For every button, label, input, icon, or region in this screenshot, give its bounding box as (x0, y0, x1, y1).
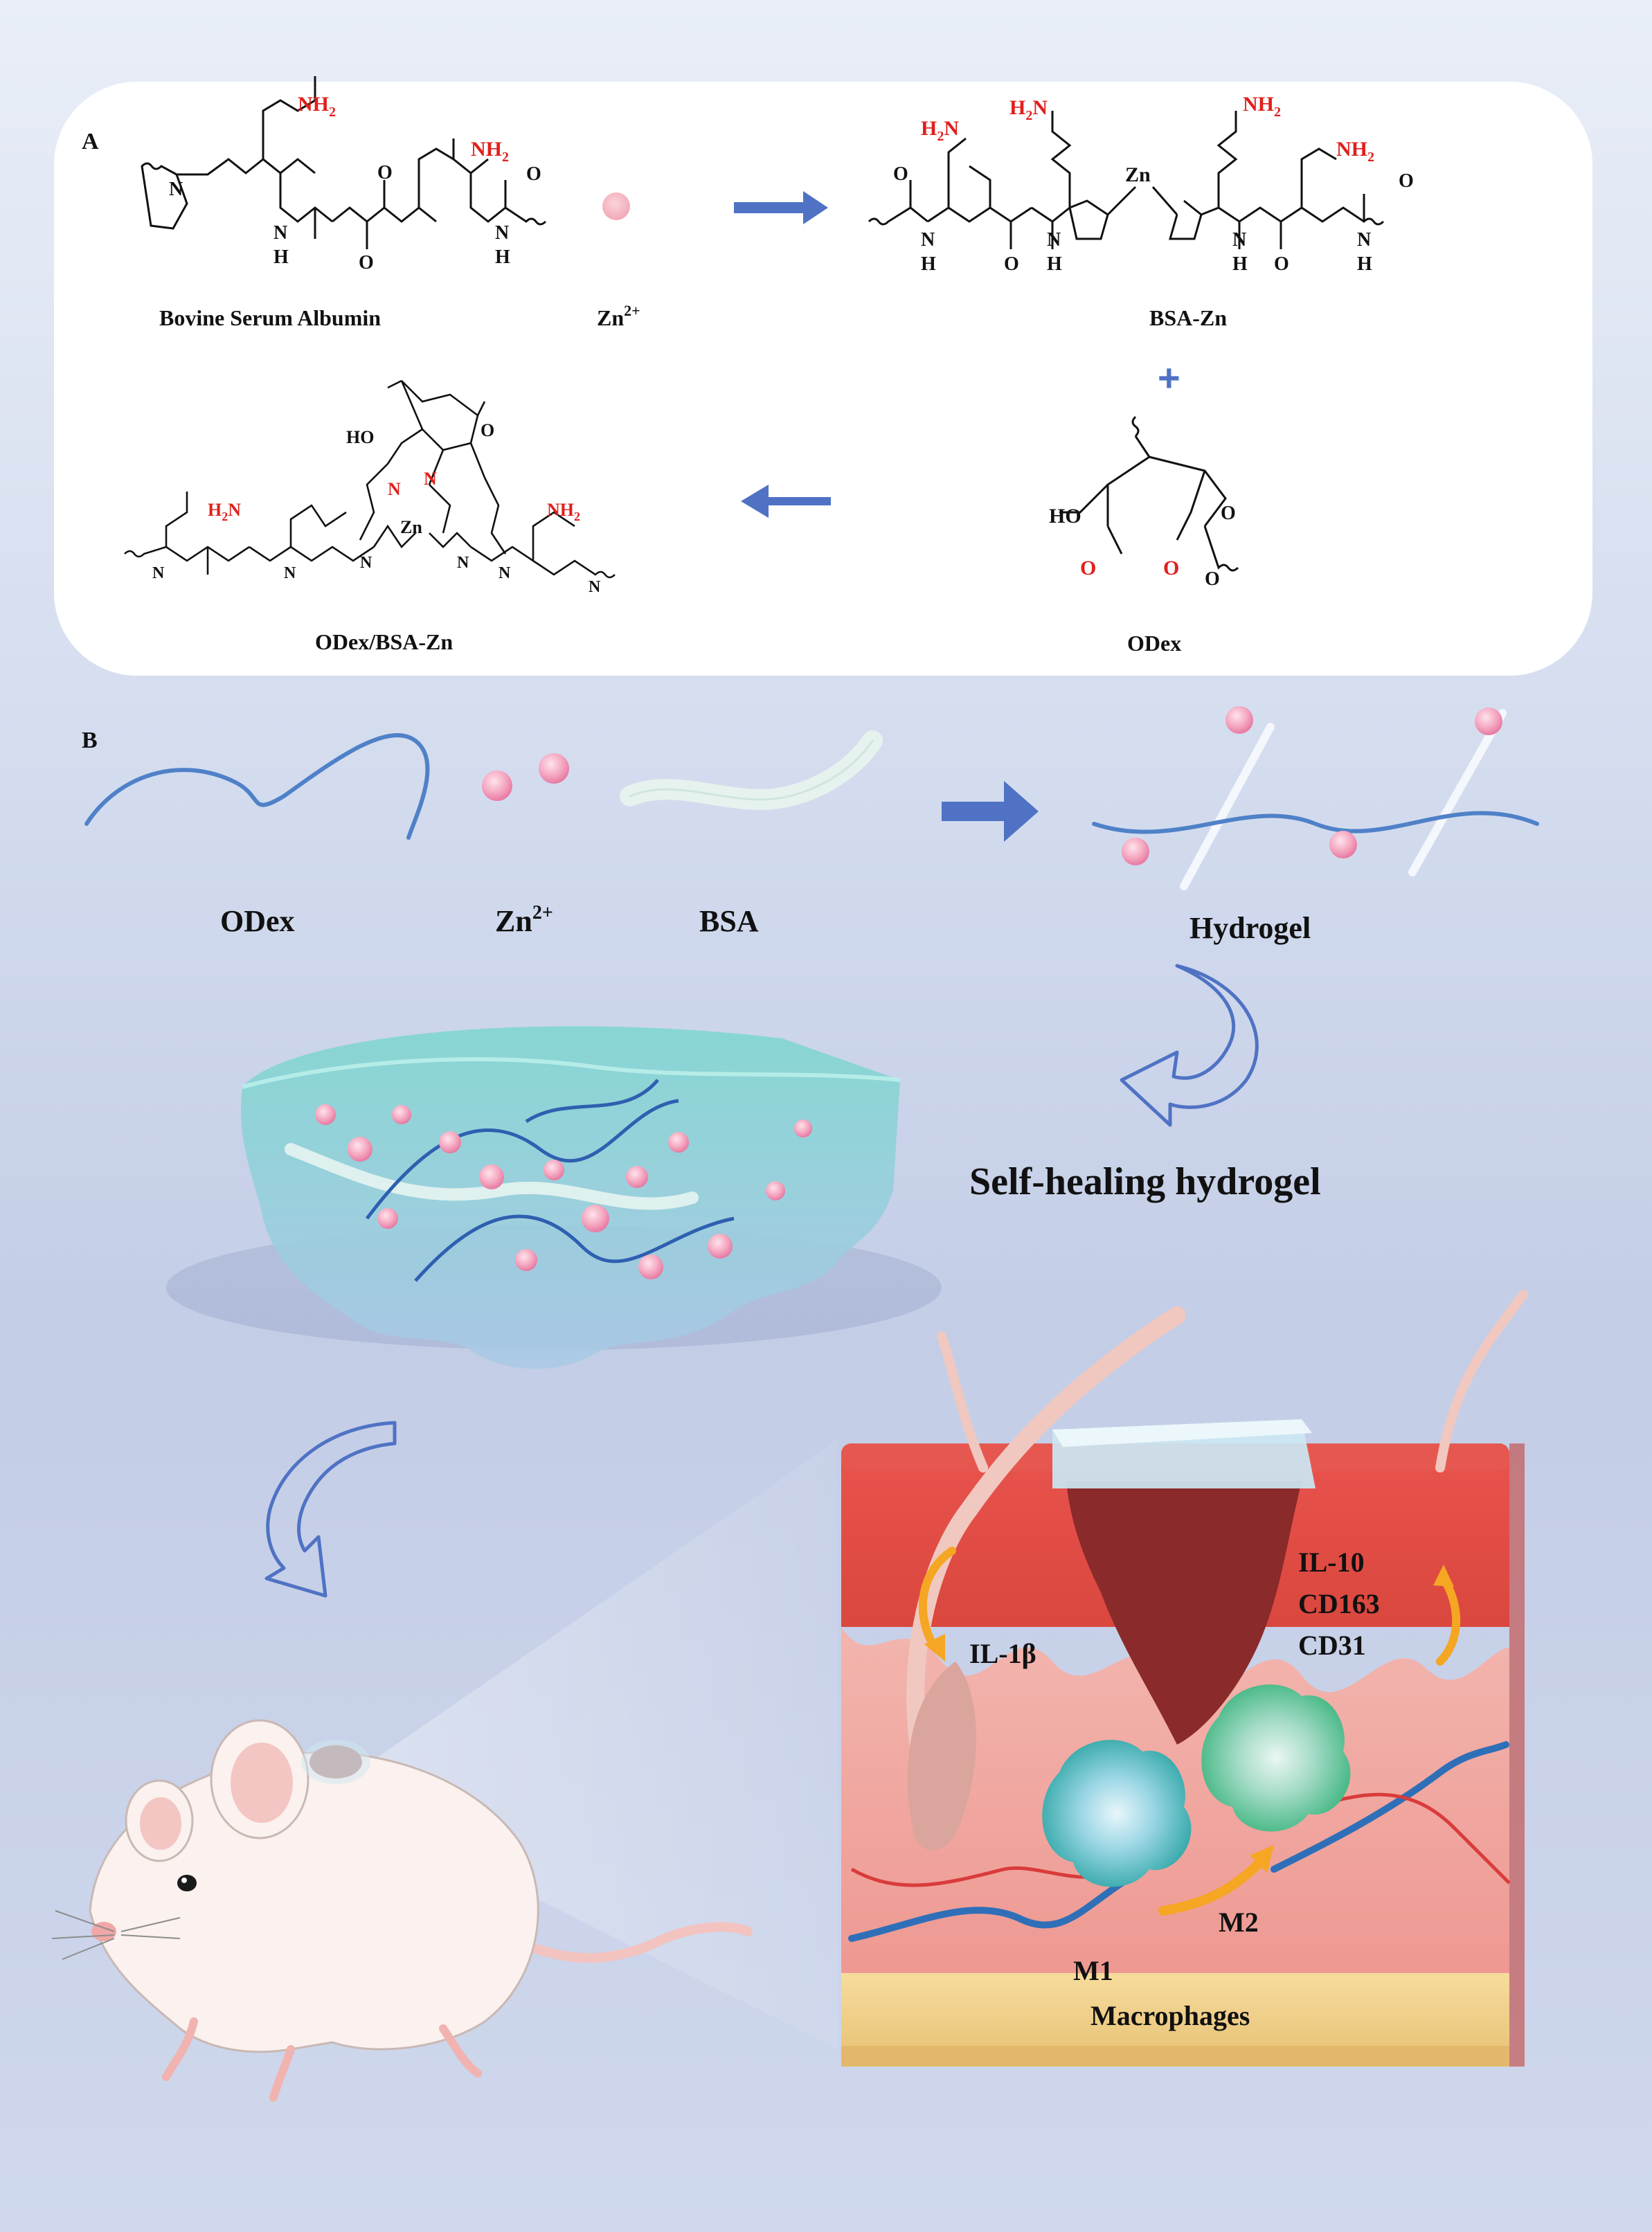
arrow-right-b (942, 781, 1039, 842)
plus-sign: + (1158, 356, 1180, 399)
prod-o-ring: O (481, 420, 494, 440)
product-structure (124, 379, 616, 579)
arrow-right-a (734, 191, 828, 224)
bsa-h-amide: H (273, 246, 289, 268)
bsazn-nh2-mid: NH2 (1243, 93, 1281, 120)
bsazn-nh2-right: NH2 (1336, 138, 1374, 165)
il10-label: IL-10 (1298, 1547, 1365, 1578)
bsazn-n-1: N (921, 229, 935, 251)
curved-arrow-1 (1120, 964, 1259, 1127)
hydrogel-label: Hydrogel (1189, 911, 1311, 945)
bsazn-n-2: N (1047, 229, 1061, 251)
bsa-n-ring: N (169, 179, 183, 200)
product-name: ODex/BSA-Zn (315, 629, 453, 654)
bsazn-o-left: O (893, 163, 908, 185)
prod-h2n: H2N (208, 500, 241, 523)
prod-n-red-1: N (388, 479, 401, 499)
panel-a: A NH2 NH2 N N H O O N H O Bovine Serum A… (54, 76, 1592, 676)
m2-macrophage (1201, 1684, 1351, 1832)
bsa-nh2-side: NH2 (471, 138, 509, 165)
m1-to-m2-arrow (1158, 1857, 1265, 1916)
il1b-arrow (918, 1547, 956, 1652)
zn-ion-dot (602, 192, 630, 220)
odex-o-1: O (1080, 557, 1096, 579)
odex-strand (84, 732, 430, 840)
arrow-left-a (741, 485, 831, 518)
bsa-n-amide-2: N (495, 222, 509, 244)
zn-label-b: Zn2+ (495, 902, 553, 938)
odex-ho: HO (1049, 505, 1081, 528)
bsa-label-b: BSA (699, 904, 759, 938)
m1-macrophage (1042, 1740, 1192, 1887)
panel-b-label: B (82, 728, 98, 753)
bsazn-h-2: H (1047, 253, 1062, 275)
odex-label-b: ODex (220, 904, 295, 938)
il1b-label: IL-1β (969, 1638, 1036, 1669)
prod-nh2: NH2 (547, 500, 580, 523)
odex-structure (1059, 415, 1239, 572)
macrophages-label: Macrophages (1090, 2000, 1250, 2031)
bsazn-h2n-left: H2N (921, 117, 959, 144)
bsa-zn-structure (868, 111, 1385, 249)
prod-n-4: N (457, 554, 469, 572)
il10-arrow (1436, 1574, 1461, 1666)
odex-o-tail: O (1205, 568, 1220, 590)
bsazn-h-3: H (1232, 253, 1248, 275)
bsazn-o-2: O (1004, 253, 1019, 275)
m1-label: M1 (1073, 1955, 1113, 1986)
odex-o-ring: O (1221, 503, 1236, 524)
hydrogel-network (1092, 706, 1539, 890)
m2-label: M2 (1219, 1907, 1259, 1938)
zn-ball-1 (482, 771, 512, 801)
self-healing-label: Self-healing hydrogel (969, 1160, 1321, 1203)
spotlight-beam (325, 1440, 838, 2049)
panel-b: B ODex Zn2+ BSA Hydrogel Self-healing hy… (51, 706, 1539, 2102)
odex-o-2: O (1163, 557, 1179, 579)
odex-name-a: ODex (1127, 631, 1181, 656)
panel-a-label: A (82, 129, 99, 154)
prod-n-red-2: N (424, 469, 437, 489)
prod-n-3: N (360, 554, 372, 572)
bsa-nh2-top: NH2 (298, 93, 336, 120)
bsazn-o-3: O (1274, 253, 1289, 275)
bsa-o-1: O (359, 252, 374, 273)
bsa-structure (141, 76, 547, 249)
mouse-illustration (51, 1719, 753, 2102)
cd31-label: CD31 (1298, 1630, 1366, 1661)
zn-label-a: Zn2+ (597, 302, 640, 330)
panel-a-box (54, 82, 1592, 676)
bsazn-h-4: H (1357, 253, 1372, 275)
curved-arrow-2 (264, 1421, 397, 1598)
bsazn-h2n-mid: H2N (1009, 96, 1048, 123)
bsa-o-3: O (526, 163, 541, 185)
bsa-n-amide: N (273, 222, 287, 244)
bsa-strand (620, 730, 883, 810)
prod-zn: Zn (400, 517, 422, 537)
bsazn-n-4: N (1357, 229, 1371, 251)
prod-ho: HO (346, 427, 374, 447)
hydrogel-block (166, 1026, 942, 1369)
zn-ball-2 (539, 753, 569, 784)
bsazn-h-1: H (921, 253, 936, 275)
bsazn-o-4: O (1399, 170, 1414, 192)
bsazn-zn: Zn (1125, 163, 1151, 186)
prod-n-1: N (152, 564, 165, 582)
cd163-label: CD163 (1298, 1588, 1380, 1619)
prod-n-6: N (589, 578, 601, 596)
skin-section (841, 1290, 1528, 2067)
bsa-name: Bovine Serum Albumin (159, 305, 381, 330)
bsa-h-amide-2: H (495, 246, 510, 268)
bsa-zn-name: BSA-Zn (1149, 305, 1227, 330)
bsazn-n-3: N (1232, 229, 1246, 251)
prod-n-5: N (499, 564, 511, 582)
bsa-o-2: O (377, 162, 393, 183)
prod-n-2: N (284, 564, 296, 582)
